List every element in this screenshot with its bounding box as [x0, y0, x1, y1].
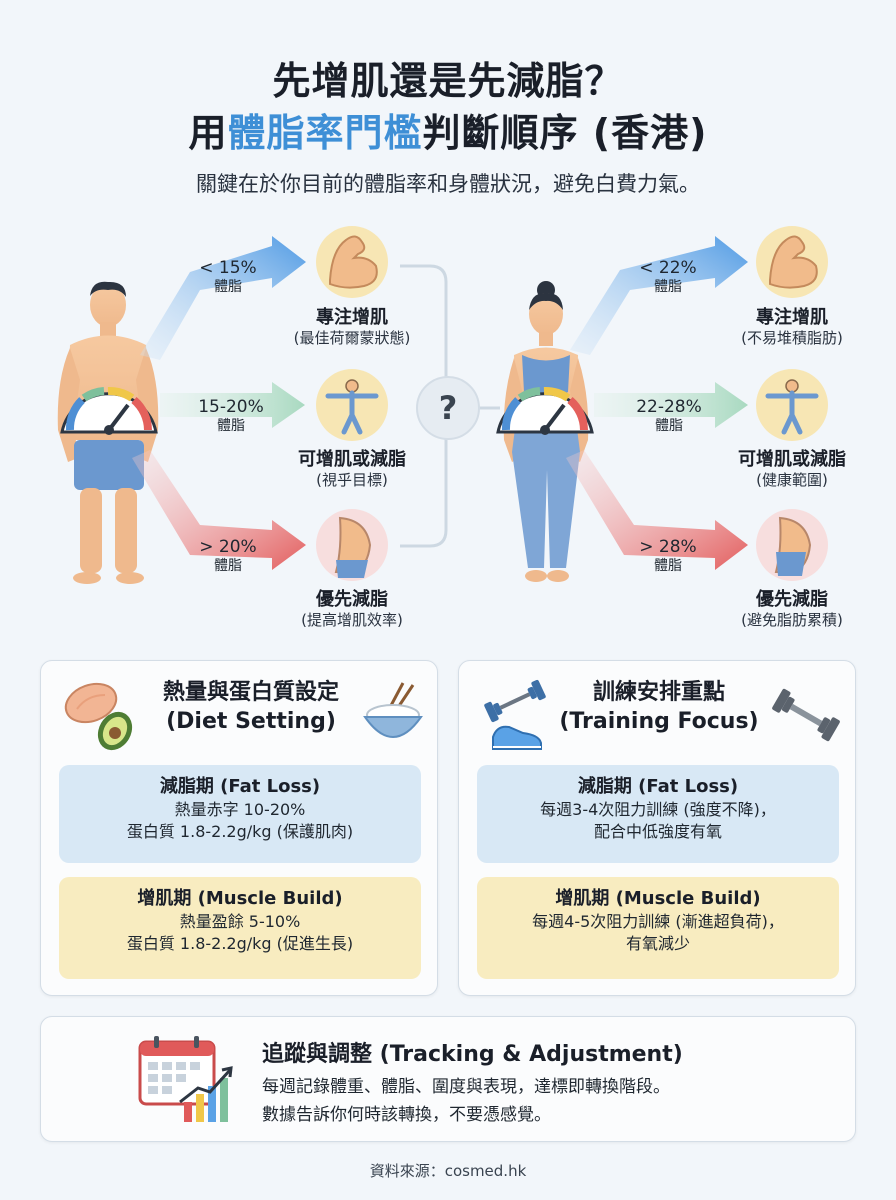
flow-diagram — [57, 226, 828, 584]
female-low-result-note: (不易堆積脂肪) — [741, 329, 843, 348]
male-arrow-low — [140, 236, 306, 360]
diet-muscle-build-heading: 增肌期 (Muscle Build) — [137, 888, 343, 909]
male-low-threshold: < 15% — [199, 258, 257, 278]
male-high-result-title: 優先減脂 — [316, 589, 388, 610]
male-low-unit: 體脂 — [214, 279, 242, 296]
male-high-result: 優先減脂 (提高增肌效率) — [272, 588, 432, 631]
male-mid-threshold: 15-20% — [198, 397, 264, 417]
training-fat-loss-heading: 減脂期 (Fat Loss) — [577, 776, 739, 797]
tracking-line1: 每週記錄體重、體脂、圍度與表現，達標即轉換階段。 — [262, 1077, 670, 1097]
tracking-title: 追蹤與調整 (Tracking & Adjustment) — [262, 1042, 683, 1067]
training-muscle-build-line2: 有氧減少 — [625, 933, 690, 953]
female-high-result-title: 優先減脂 — [756, 589, 828, 610]
center-question-circle — [416, 376, 480, 440]
male-low-label: < 15% 體脂 — [188, 258, 268, 297]
female-high-unit: 體脂 — [654, 558, 682, 575]
training-muscle-build-line1: 每週4-5次阻力訓練 (漸進超負荷)， — [532, 912, 784, 932]
diet-card-title: 熱量與蛋白質設定 (Diet Setting) — [141, 679, 361, 736]
subtitle: 關鍵在於你目前的體脂率和身體狀況，避免白費力氣。 — [196, 172, 700, 196]
diet-title-zh: 熱量與蛋白質設定 — [162, 680, 339, 705]
dumbbell-icon — [772, 688, 840, 742]
male-arrow-high — [132, 450, 306, 570]
person-arms-out-icon — [316, 369, 388, 441]
diet-fat-loss-heading: 減脂期 (Fat Loss) — [159, 776, 321, 797]
training-muscle-build-box: 增肌期 (Muscle Build) 每週4-5次阻力訓練 (漸進超負荷)， 有… — [477, 877, 839, 979]
training-title-zh: 訓練安排重點 — [592, 680, 725, 705]
male-low-result-note: (最佳荷爾蒙狀態) — [293, 329, 411, 348]
rice-bowl-icon — [363, 682, 423, 738]
male-high-result-note: (提高增肌效率) — [301, 611, 403, 630]
diet-title-en: (Diet Setting) — [166, 708, 336, 734]
belly-icon-female — [756, 509, 828, 581]
flexed-bicep-icon — [316, 226, 388, 298]
male-low-result: 專注增肌 (最佳荷爾蒙狀態) — [272, 306, 432, 349]
male-mid-label: 15-20% 體脂 — [186, 397, 276, 436]
male-mid-result-note: (視乎目標) — [316, 471, 388, 490]
dumbbell-sneaker-icon — [484, 679, 546, 750]
male-gauge — [60, 387, 158, 435]
title-prefix: 用 — [188, 111, 228, 155]
male-arrow-mid — [160, 382, 305, 428]
training-title-en: (Training Focus) — [559, 708, 759, 734]
female-mid-result-title: 可增肌或減脂 — [738, 449, 846, 470]
female-high-label: > 28% 體脂 — [628, 537, 708, 576]
male-high-label: > 20% 體脂 — [188, 537, 268, 576]
title-highlight: 體脂率門檻 — [227, 111, 423, 155]
male-low-result-title: 專注增肌 — [316, 307, 388, 328]
training-fat-loss-box: 減脂期 (Fat Loss) 每週3-4次阻力訓練 (強度不降)， 配合中低強度… — [477, 765, 839, 863]
male-mid-unit: 體脂 — [217, 418, 245, 435]
calendar-chart-icon — [138, 1036, 233, 1122]
diet-muscle-build-line2: 蛋白質 1.8-2.2g/kg (促進生長) — [126, 933, 354, 953]
tracking-line2: 數據告訴你何時該轉換，不要憑感覺。 — [262, 1105, 551, 1125]
female-arrow-low — [570, 236, 748, 355]
male-mid-result: 可增肌或減脂 (視乎目標) — [272, 448, 432, 491]
male-mid-result-title: 可增肌或減脂 — [298, 449, 406, 470]
center-question-mark: ? — [438, 389, 458, 427]
female-mid-result-note: (健康範圍) — [756, 471, 828, 490]
female-high-result-note: (避免脂肪累積) — [741, 611, 843, 630]
female-gauge — [496, 387, 594, 435]
male-high-threshold: > 20% — [199, 537, 257, 557]
flexed-bicep-icon-female — [756, 226, 828, 298]
diet-muscle-build-line1: 熱量盈餘 5-10% — [179, 912, 301, 932]
female-arrow-mid — [594, 382, 748, 428]
training-fat-loss-line2: 配合中低強度有氧 — [593, 821, 722, 841]
female-mid-result: 可增肌或減脂 (健康範圍) — [712, 448, 872, 491]
source-credit: 資料來源：cosmed.hk — [369, 1162, 527, 1180]
diet-fat-loss-line2: 蛋白質 1.8-2.2g/kg (保護肌肉) — [126, 821, 354, 841]
female-low-label: < 22% 體脂 — [628, 258, 708, 297]
page-title-line2: 用體脂率門檻判斷順序 (香港) — [0, 102, 896, 157]
diet-card: 熱量與蛋白質設定 (Diet Setting) 減脂期 (Fat Loss) 熱… — [40, 660, 438, 996]
female-low-result-title: 專注增肌 — [756, 307, 828, 328]
belly-icon — [316, 509, 388, 581]
female-mid-label: 22-28% 體脂 — [624, 397, 714, 436]
training-card: 訓練安排重點 (Training Focus) 減脂期 (Fat Loss) 每… — [458, 660, 856, 996]
title-suffix: 判斷順序 (香港) — [422, 111, 708, 155]
female-mid-threshold: 22-28% — [636, 397, 702, 417]
person-arms-out-icon-female — [756, 369, 828, 441]
diet-muscle-build-box: 增肌期 (Muscle Build) 熱量盈餘 5-10% 蛋白質 1.8-2.… — [59, 877, 421, 979]
female-high-threshold: > 28% — [639, 537, 697, 557]
diet-fat-loss-box: 減脂期 (Fat Loss) 熱量赤字 10-20% 蛋白質 1.8-2.2g/… — [59, 765, 421, 863]
male-high-unit: 體脂 — [214, 558, 242, 575]
diet-fat-loss-line1: 熱量赤字 10-20% — [174, 800, 306, 820]
meat-avocado-icon — [64, 682, 133, 751]
training-card-title: 訓練安排重點 (Training Focus) — [549, 679, 769, 736]
training-muscle-build-heading: 增肌期 (Muscle Build) — [555, 888, 761, 909]
female-arrow-high — [566, 450, 748, 570]
female-low-unit: 體脂 — [654, 279, 682, 296]
female-low-result: 專注增肌 (不易堆積脂肪) — [712, 306, 872, 349]
page-title: 先增肌還是先減脂？ — [272, 59, 624, 103]
female-mid-unit: 體脂 — [655, 418, 683, 435]
female-high-result: 優先減脂 (避免脂肪累積) — [712, 588, 872, 631]
female-low-threshold: < 22% — [639, 258, 697, 278]
training-fat-loss-line1: 每週3-4次阻力訓練 (強度不降)， — [540, 800, 776, 820]
